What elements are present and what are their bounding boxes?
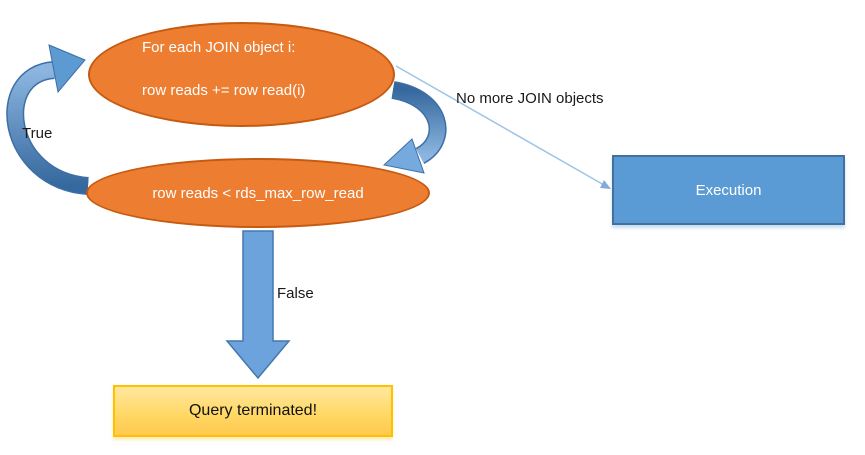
loop-ellipse-line1: For each JOIN object i:	[142, 39, 296, 56]
execution-box: Execution	[612, 155, 845, 225]
true-loop-arrowhead	[48, 44, 86, 94]
condition-ellipse: row reads < rds_max_row_read	[86, 158, 430, 228]
condition-ellipse-text: row reads < rds_max_row_read	[152, 184, 364, 202]
loop-ellipse: For each JOIN object i: row reads += row…	[88, 22, 395, 127]
query-terminated-text: Query terminated!	[188, 402, 318, 419]
false-block-arrow	[225, 230, 291, 380]
false-label: False	[277, 285, 314, 302]
true-loop-arrow	[6, 44, 90, 195]
execution-box-text: Execution	[695, 181, 762, 199]
no-more-join-objects-label: No more JOIN objects	[456, 90, 604, 107]
loop-ellipse-line2: row reads += row read(i)	[142, 82, 306, 99]
loop-ellipse-text: For each JOIN object i: row reads += row…	[142, 39, 305, 100]
next-iteration-arrow	[382, 81, 447, 174]
true-label: True	[22, 125, 53, 142]
no-more-connector-arrowhead	[600, 180, 611, 189]
query-terminated-box: Query terminated!	[113, 385, 393, 437]
no-more-connector	[395, 65, 611, 189]
next-iteration-arrowhead	[382, 138, 425, 174]
